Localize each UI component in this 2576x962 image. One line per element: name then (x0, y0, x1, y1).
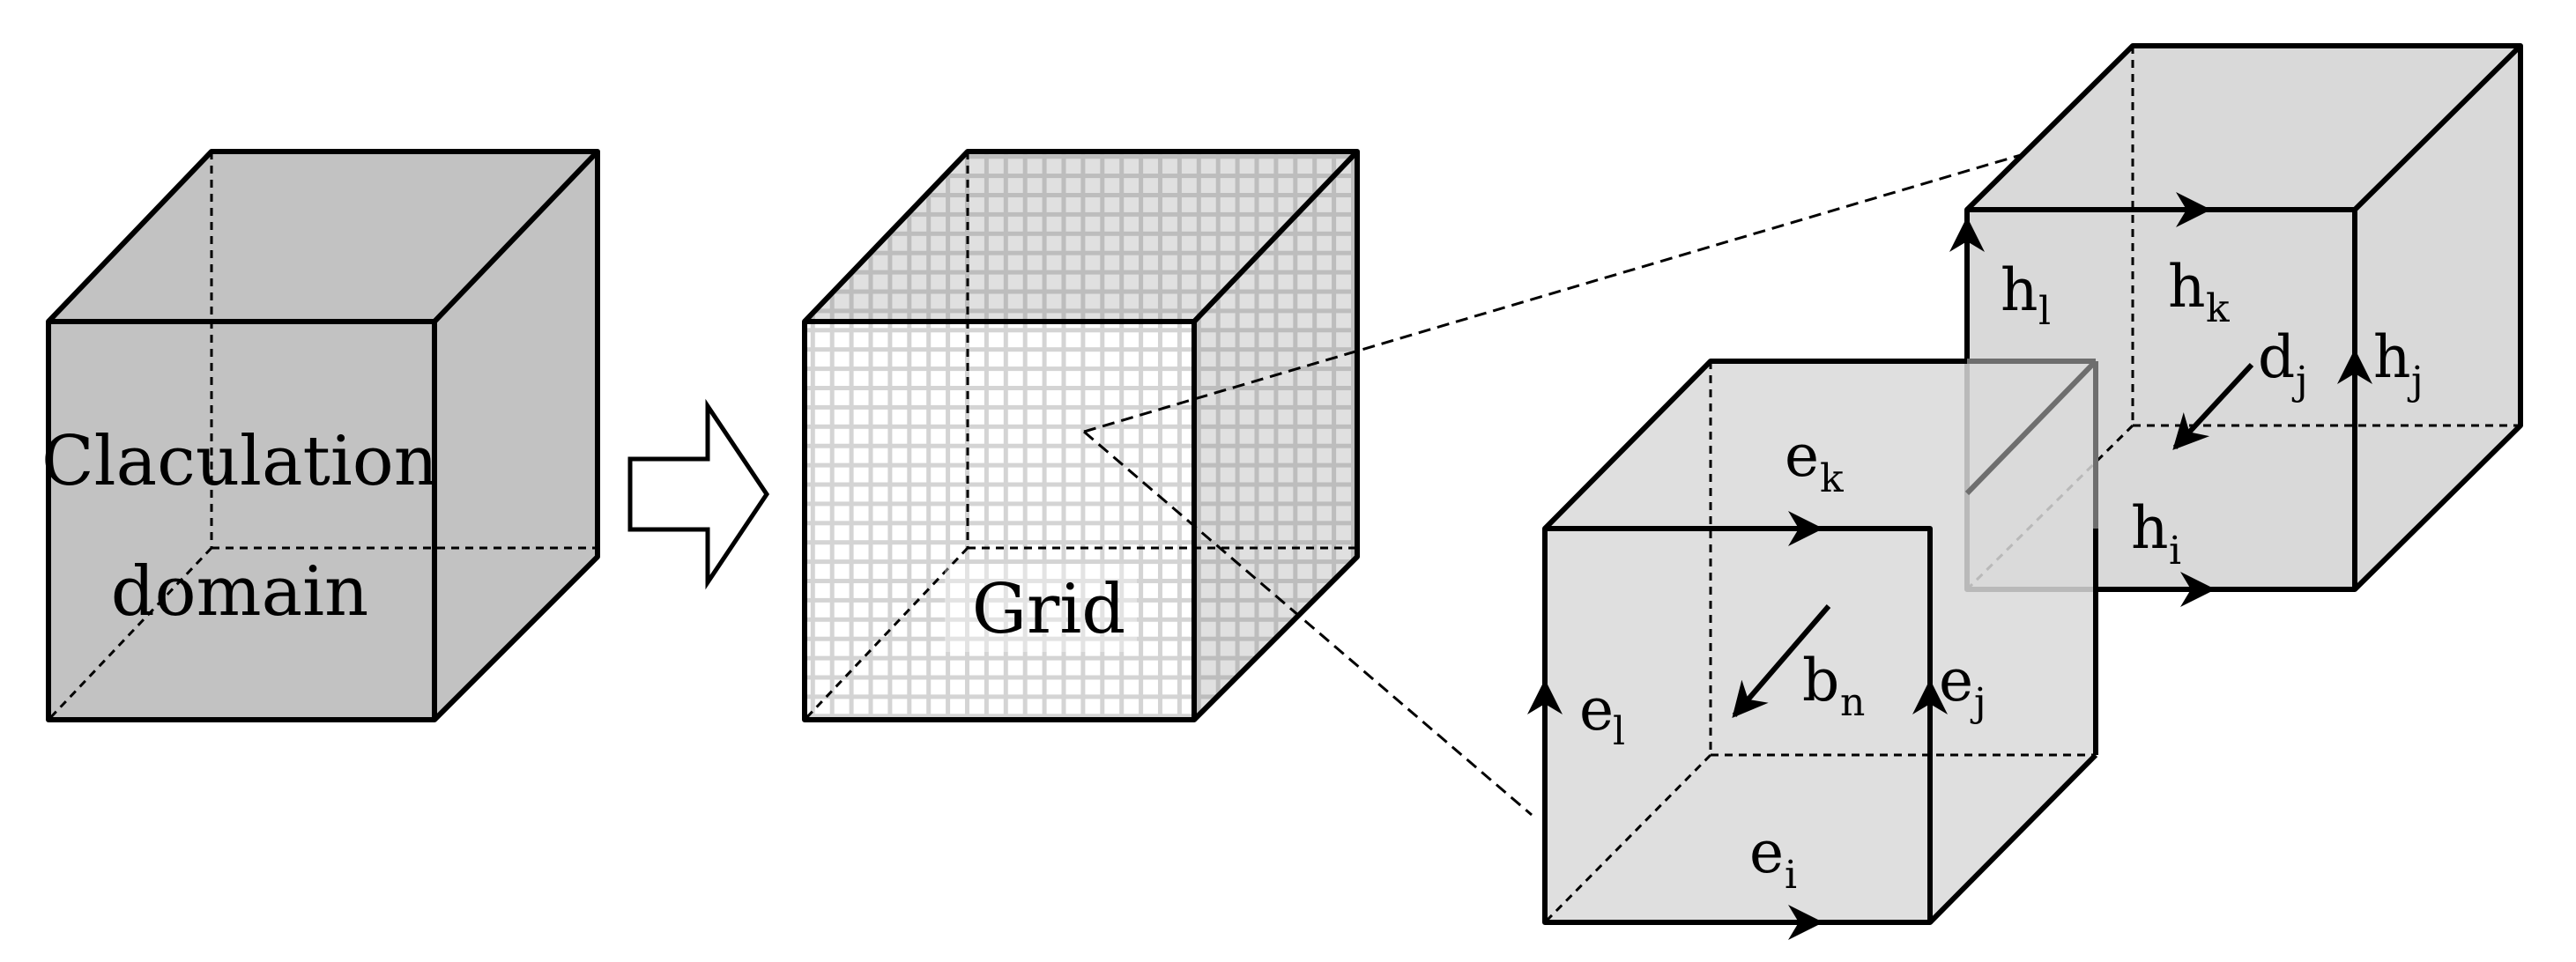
svg-text:d: d (2258, 323, 2295, 391)
transform-arrow-icon (627, 398, 770, 590)
svg-text:k: k (1820, 456, 1844, 501)
svg-text:l: l (2038, 289, 2051, 334)
grid-cube: Grid (802, 149, 1360, 722)
symbol-h-l: h l (2001, 256, 2051, 334)
grid-label-backdrop (945, 564, 1137, 652)
domain-cube-visible-edges (46, 149, 600, 722)
electric-cell-cube (1542, 359, 2098, 925)
symbol-d-j: d j (2258, 323, 2308, 403)
field-symbols: e l e k e j e i b n h l h k d j (1579, 253, 2424, 898)
symbol-h-i: h i (2131, 494, 2181, 574)
grid-cube-visible-edges (802, 149, 1360, 722)
svg-text:n: n (1840, 680, 1865, 725)
svg-text:b: b (1802, 647, 1839, 714)
domain-label-line2: domain (111, 552, 369, 632)
arrow-d-j (2172, 362, 2254, 450)
svg-text:k: k (2206, 286, 2230, 331)
svg-text:h: h (2131, 494, 2169, 562)
svg-text:e: e (1785, 422, 1819, 490)
symbol-e-i: e i (1749, 818, 1797, 898)
grid-cube-hidden-edges (803, 152, 1357, 722)
svg-text:i: i (2169, 529, 2181, 574)
e-cell-body (1545, 361, 2096, 922)
e-cell-overlap-edges (1964, 359, 2098, 529)
svg-text:j: j (2291, 359, 2308, 403)
domain-label-line1: Claculation (41, 422, 438, 501)
field-arrows (1527, 192, 2372, 940)
svg-text:h: h (2168, 253, 2206, 321)
svg-text:e: e (1749, 818, 1784, 886)
symbol-h-k: h k (2168, 253, 2230, 331)
svg-text:e: e (1579, 676, 1614, 744)
svg-text:e: e (1939, 647, 1973, 714)
svg-text:h: h (2373, 323, 2411, 391)
svg-text:h: h (2001, 256, 2038, 324)
symbol-b-n: b n (1802, 647, 1865, 725)
svg-text:j: j (1970, 680, 1986, 725)
grid-cube-front-face (805, 322, 1194, 720)
svg-text:j: j (2407, 359, 2424, 403)
grid-cube-top-face (805, 152, 1357, 322)
zoom-lines (1083, 146, 2045, 817)
grid-cube-side-face (1194, 152, 1357, 720)
grid-label: Grid (972, 570, 1125, 649)
svg-text:i: i (1785, 853, 1797, 898)
domain-cube-hidden-edges (47, 152, 598, 722)
symbol-e-k: e k (1785, 422, 1844, 501)
calculation-domain-cube: Claculation domain (41, 149, 600, 722)
arrow-b-n (1732, 604, 1831, 719)
symbol-e-j: e j (1939, 647, 1986, 725)
e-cell-hidden-edges (1543, 361, 2096, 924)
svg-text:l: l (1613, 709, 1625, 754)
symbol-h-j: h j (2373, 323, 2424, 403)
symbol-e-l: e l (1579, 676, 1625, 754)
